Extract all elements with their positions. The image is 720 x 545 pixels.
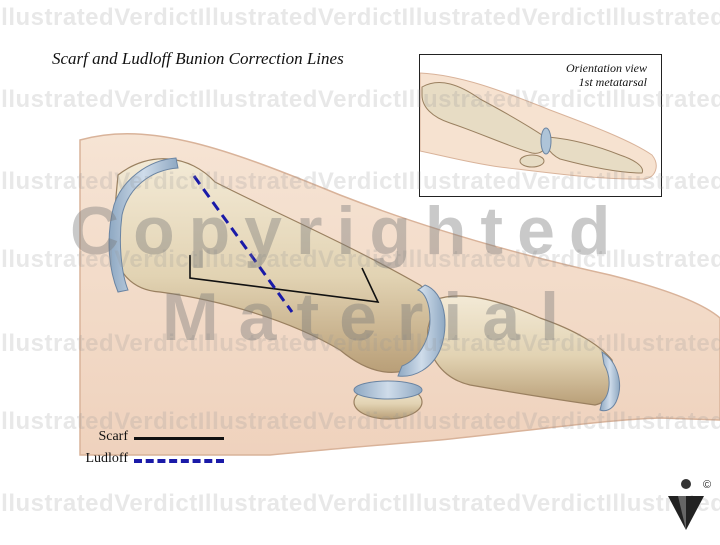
legend-label-scarf: Scarf (98, 429, 128, 444)
inset-caption-line2: 1st metatarsal (578, 75, 647, 89)
inset-sesamoid (519, 154, 545, 168)
scarf-line (189, 255, 380, 303)
figure-title: Scarf and Ludloff Bunion Correction Line… (52, 49, 344, 68)
base-cartilage (108, 157, 179, 293)
inset-caption: Orientation view 1st metatarsal (566, 61, 647, 89)
legend-swatch-scarf (134, 437, 224, 440)
legend-swatch-ludloff (134, 459, 224, 463)
illustrated-verdict-logo (664, 474, 714, 534)
inset-illustration (420, 72, 657, 180)
ip-cartilage (599, 350, 620, 412)
legend-item-ludloff: Ludloff (78, 450, 238, 470)
inset-cartilage (540, 127, 552, 155)
mtp-cartilage (397, 284, 446, 377)
ludloff-line (192, 175, 294, 313)
inset-caption-line1: Orientation view (566, 61, 647, 75)
sesamoid-bone (353, 380, 423, 420)
copyright-symbol: © (703, 479, 712, 491)
legend-item-scarf: Scarf (78, 428, 238, 448)
orientation-inset: Orientation view 1st metatarsal (419, 54, 662, 197)
inset-phalanx (546, 136, 644, 174)
legend-label-ludloff: Ludloff (85, 451, 128, 466)
